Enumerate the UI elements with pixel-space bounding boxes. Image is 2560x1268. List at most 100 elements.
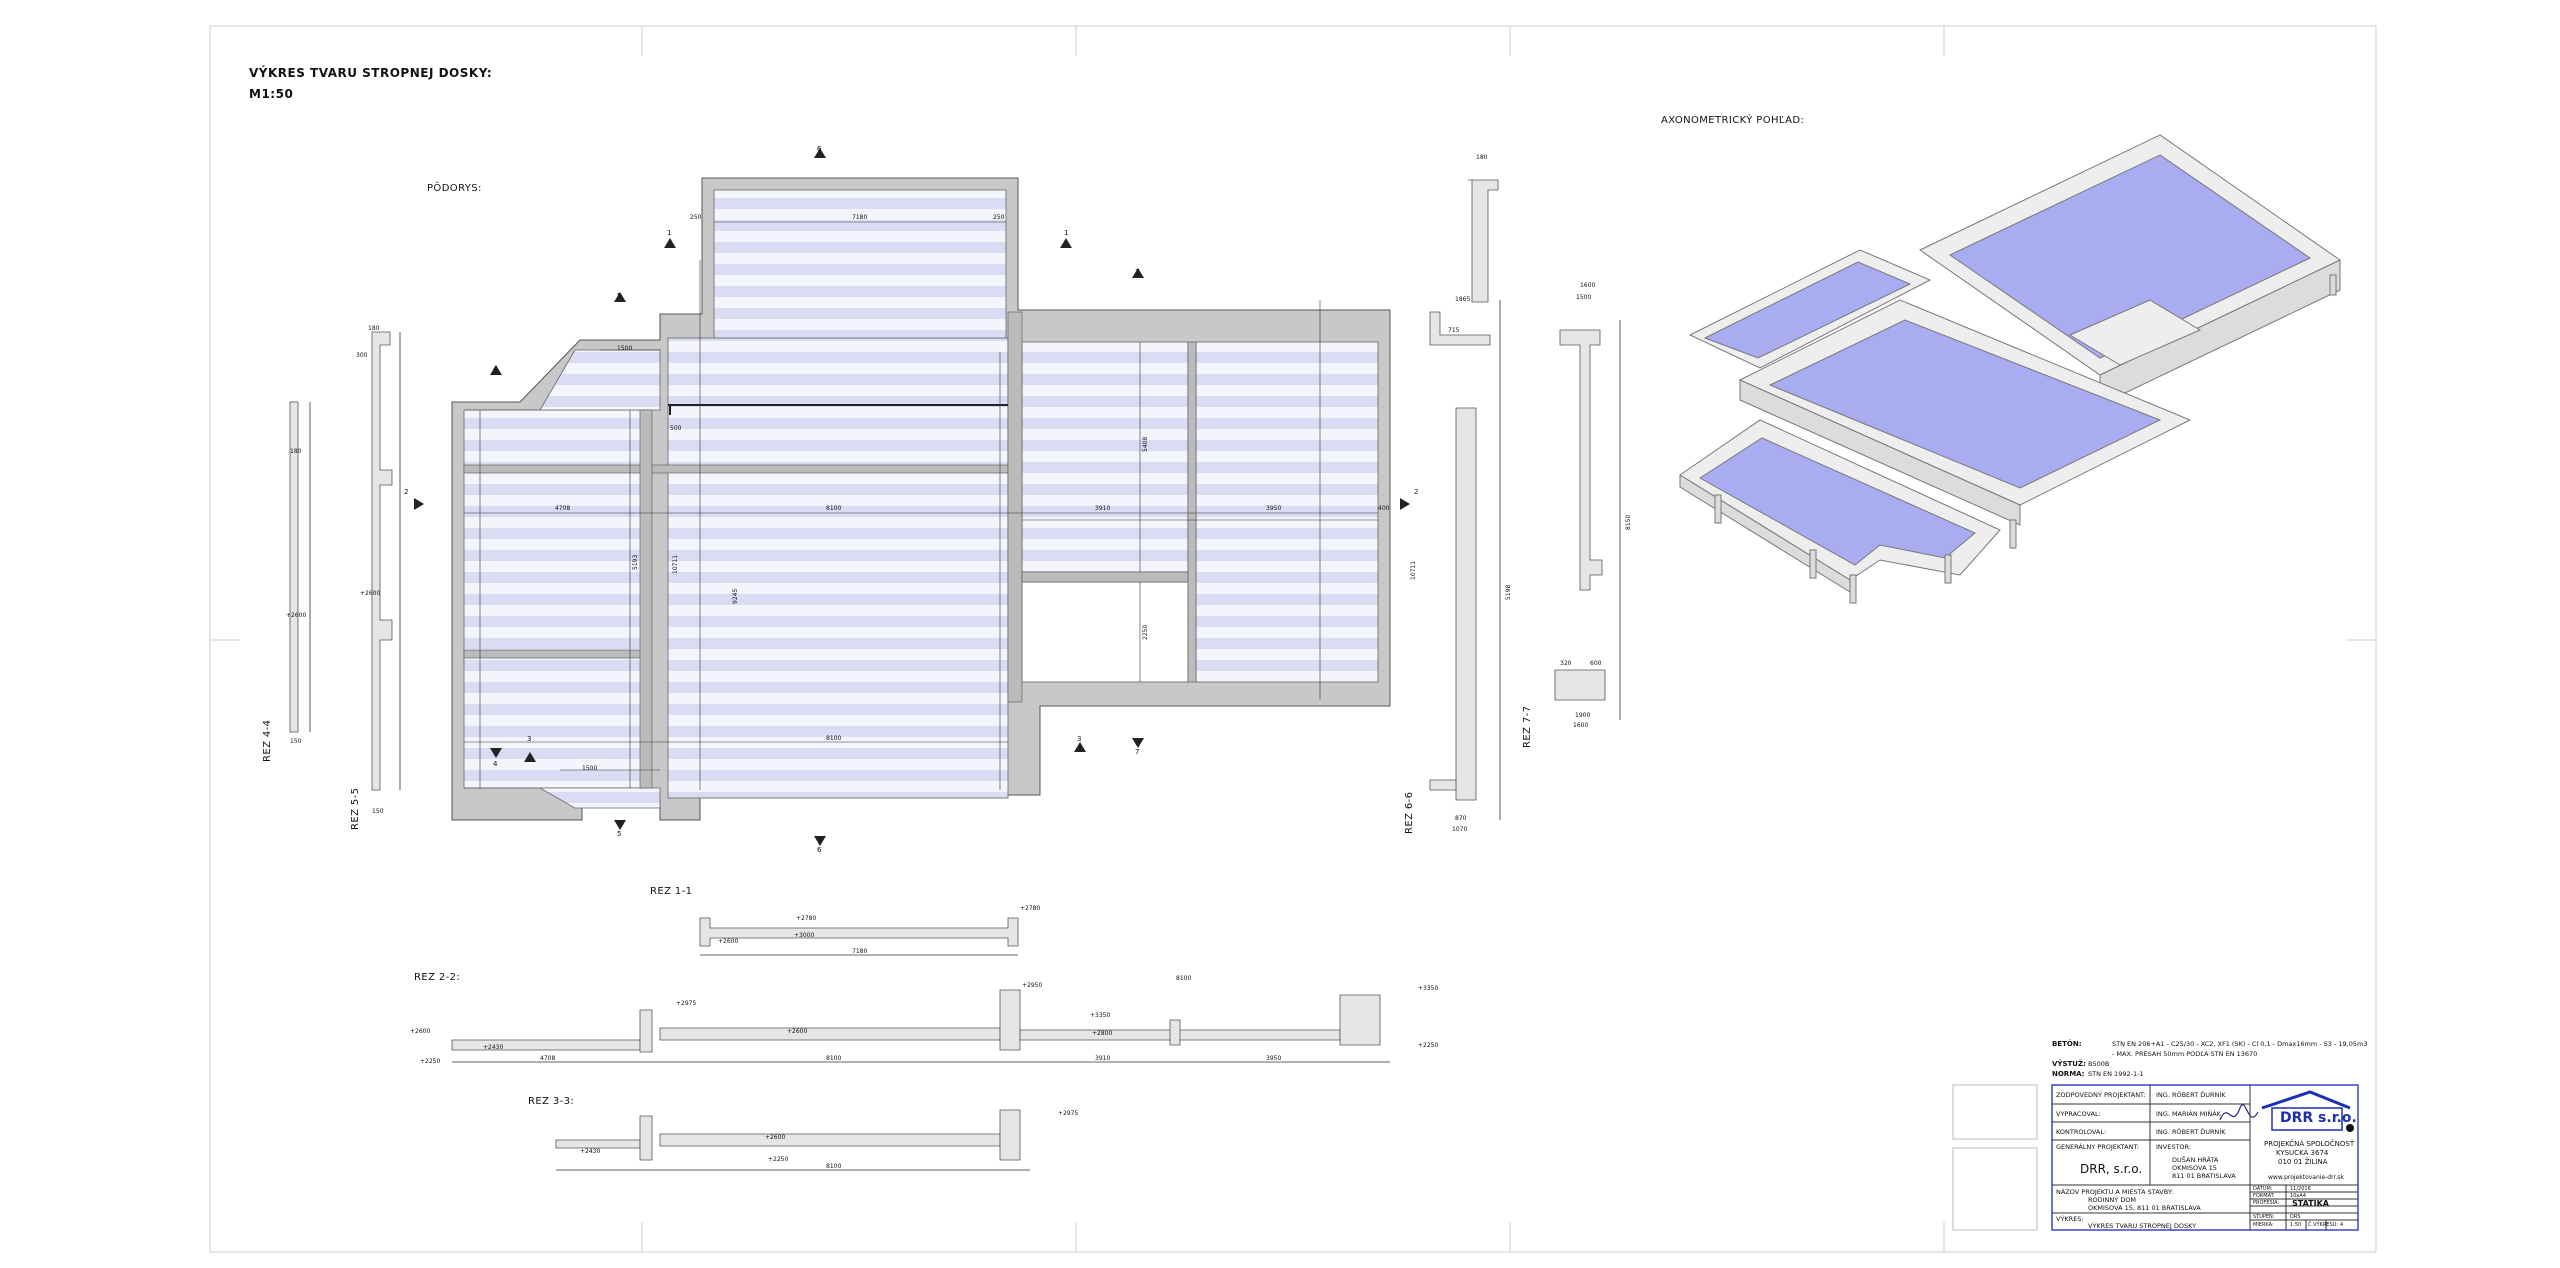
section-label-66: REZ 6-6: [1404, 791, 1415, 834]
dim-text: 4708: [555, 505, 571, 512]
dim-text: 250: [993, 214, 1005, 221]
dim-text: 180: [368, 325, 380, 332]
dim-text: +2800: [1092, 1030, 1113, 1037]
tb-firm-line3: 010 01 ŽILINA: [2278, 1158, 2328, 1166]
tb-company: DRR, s.r.o.: [2080, 1162, 2143, 1176]
dim-text: +2780: [796, 915, 817, 922]
dim-text: +2600: [360, 590, 381, 597]
tb-r1-value: ING. RÓBERT ĎURNÍK: [2156, 1091, 2226, 1099]
tb-gen-label: GENERÁLNY PROJEKTANT:: [2056, 1143, 2139, 1151]
dim-text: 400: [1378, 505, 1390, 512]
dim-text: 4708: [540, 1055, 556, 1062]
marker-4-bottom: 4: [493, 760, 498, 768]
dim-text: 870: [1455, 815, 1467, 822]
floor-plan: [414, 148, 1410, 846]
drr-logo: [2261, 1090, 2354, 1132]
dim-text: +3000: [794, 932, 815, 939]
dim-text: +3350: [1090, 1012, 1111, 1019]
signature: [2219, 1104, 2259, 1121]
tb-format-label: FORMÁT:: [2253, 1193, 2275, 1199]
marker-5-top: 5: [617, 292, 622, 300]
drawing-scale: M1:50: [249, 87, 294, 101]
marker-5-bottom: 5: [617, 830, 622, 838]
dim-text: +2600: [410, 1028, 431, 1035]
tb-investor-name: DUŠAN HRÁTA: [2172, 1156, 2219, 1164]
dim-text: 1900: [1575, 712, 1591, 719]
section-label-55: REZ 5-5: [350, 787, 361, 830]
dim-text: +2975: [1058, 1110, 1079, 1117]
dim-text: 8100: [826, 735, 842, 742]
dim-text: 1070: [1452, 826, 1468, 833]
dim-text: 180: [1476, 154, 1488, 161]
marker-6-bottom: 6: [817, 846, 822, 854]
dim-text: 5198: [1505, 584, 1512, 600]
marker-7-top: 7: [1135, 268, 1140, 276]
tb-r3-value: ING. RÓBERT ĎURNÍK: [2156, 1128, 2226, 1136]
dim-text: 5193: [632, 554, 639, 570]
dim-text: 3910: [1095, 505, 1111, 512]
section-11: [699, 917, 1019, 956]
tb-investor-addr2: 811 01 BRATISLAVA: [2172, 1172, 2236, 1180]
section-label-44: REZ 4-4: [262, 719, 273, 762]
tb-sheet-value: 4: [2340, 1222, 2344, 1228]
tb-date-value: 11/2016: [2290, 1186, 2311, 1192]
section-label-33: REZ 3-3:: [528, 1096, 575, 1107]
tb-investor-addr1: OKMISOVA 15: [2172, 1164, 2217, 1172]
dim-text: 715: [1448, 327, 1460, 334]
dim-text: 1865: [1455, 296, 1471, 303]
tb-logo-text: DRR s.r.o.: [2280, 1110, 2357, 1126]
dim-text: 10711: [672, 554, 679, 574]
dim-text: +2250: [768, 1156, 789, 1163]
spec-norma-label: NORMA:: [2052, 1070, 2085, 1078]
dim-text: 180: [290, 448, 302, 455]
dim-text: 8100: [1176, 975, 1192, 982]
dim-text: 3950: [1266, 505, 1282, 512]
spec-beton-value2: - MAX. PRESAH 50mm PODĽA STN EN 13670: [2112, 1050, 2258, 1058]
dim-text: 1600: [1573, 722, 1589, 729]
marker-6-top: 6: [817, 145, 822, 153]
tb-firm-web: www.projektovanie-drr.sk: [2268, 1174, 2344, 1181]
dim-text: +2430: [580, 1148, 601, 1155]
spec-beton-value: STN EN 206+A1 - C25/30 - XC2, XF1 (SK) -…: [2112, 1040, 2368, 1048]
dim-text: 8150: [1625, 514, 1632, 530]
drawing-title: VÝKRES TVARU STROPNEJ DOSKY:: [249, 66, 493, 80]
marker-2-left: 2: [404, 488, 409, 496]
spec-vystuz-value: B500B: [2088, 1060, 2110, 1068]
tb-project-name: RODINNÝ DOM: [2088, 1196, 2137, 1204]
tb-format-value: 10xA4: [2290, 1193, 2306, 1199]
spec-norma-value: STN EN 1992-1-1: [2088, 1070, 2144, 1078]
dim-text: 3950: [1266, 1055, 1282, 1062]
title-block-frame: [1952, 1084, 2359, 1231]
marker-7-bottom: 7: [1135, 748, 1140, 756]
dim-text: +2600: [718, 938, 739, 945]
dim-text: 1500: [1576, 294, 1592, 301]
dim-text: 8100: [826, 1055, 842, 1062]
tb-date-label: DÁTUM:: [2253, 1186, 2273, 1192]
marker-3-left: 3: [527, 735, 532, 743]
axonometric-view: [1679, 134, 2341, 604]
tb-investor-label: INVESTOR:: [2156, 1143, 2192, 1151]
tb-stage-value: DRS: [2290, 1214, 2301, 1220]
dim-text: 150: [372, 808, 384, 815]
dim-text: +2250: [1418, 1042, 1439, 1049]
dim-text: 9245: [732, 588, 739, 604]
dim-text: +2975: [676, 1000, 697, 1007]
tb-firm-line1: PROJEKČNÁ SPOLOČNOSŤ: [2264, 1140, 2355, 1148]
section-label-11: REZ 1-1: [650, 886, 693, 897]
tb-drawing-name: VÝKRES TVARU STROPNEJ DOSKY: [2088, 1222, 2197, 1230]
dim-text: 300: [356, 352, 368, 359]
dim-text: 600: [1590, 660, 1602, 667]
section-77: [1554, 320, 1621, 720]
dim-text: 7180: [852, 214, 868, 221]
dim-text: 5408: [1142, 436, 1149, 452]
tb-scale-label: MIERKA:: [2253, 1222, 2274, 1228]
dim-text: 1500: [582, 765, 598, 772]
dim-text: 8100: [826, 1163, 842, 1170]
section-66: [1429, 179, 1501, 820]
tb-project-addr: OKMISOVA 15, 811 01 BRATISLAVA: [2088, 1204, 2201, 1212]
dim-text: 250: [690, 214, 702, 221]
section-label-77: REZ 7-7: [1522, 705, 1533, 748]
dim-text: +2600: [286, 612, 307, 619]
dim-text: +2950: [1022, 982, 1043, 989]
